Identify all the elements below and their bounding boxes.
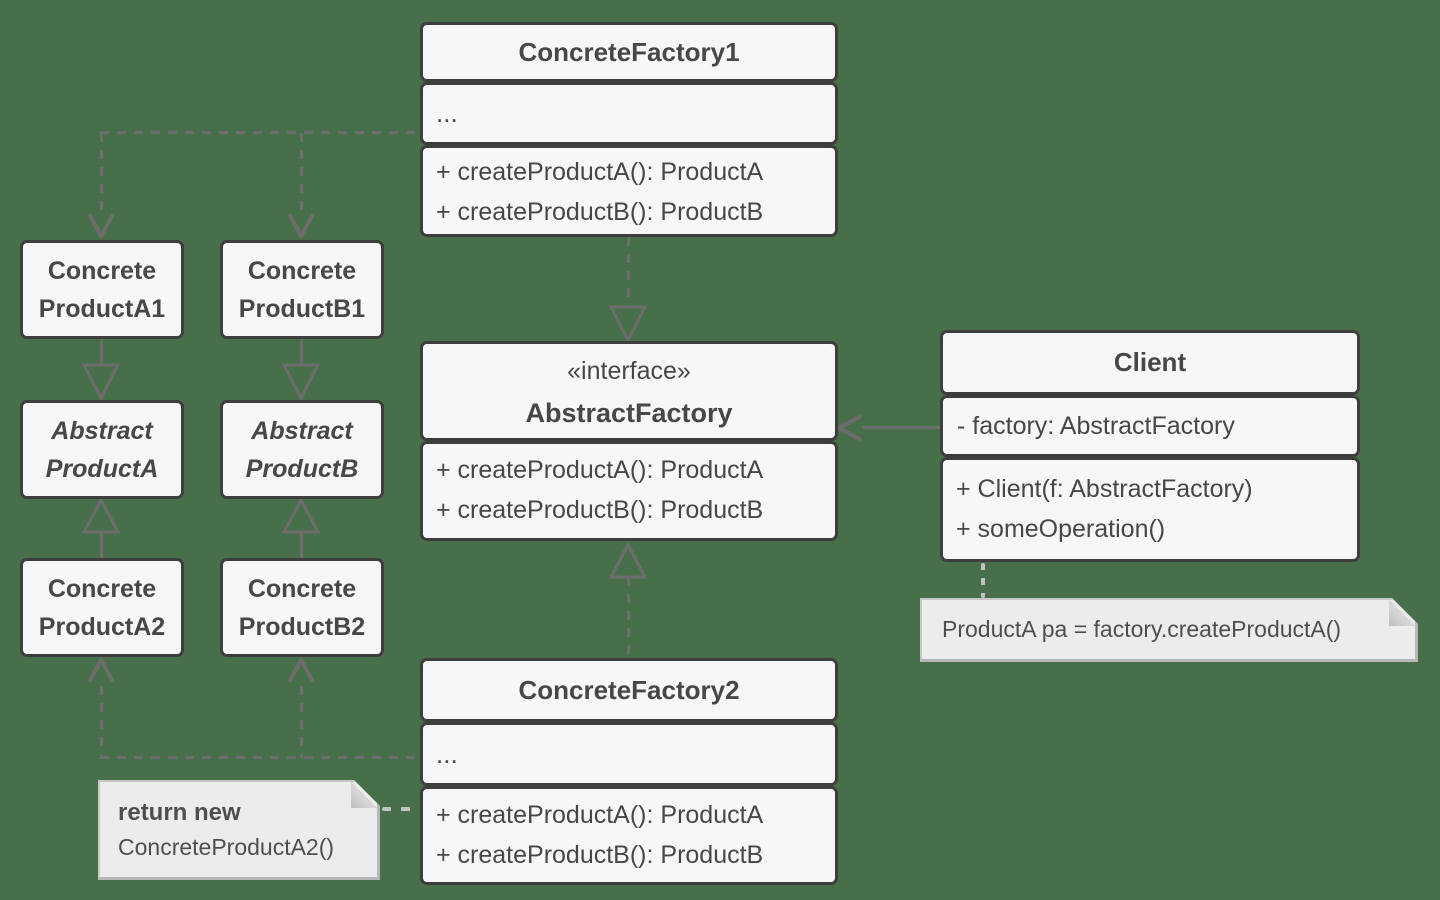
realization-line-cf1-abstractfactory — [627, 237, 630, 303]
note-text: ConcreteProductA2() — [118, 834, 335, 860]
class-concrete-product-b1: Concrete ProductB1 — [220, 240, 384, 339]
note-factory-code: return new ConcreteProductA2() — [98, 780, 380, 880]
note-text-bold: return new — [118, 799, 241, 826]
attributes-compartment: ... — [420, 82, 838, 145]
hollow-triangle-down-icon — [608, 305, 648, 343]
class-abstract-product-b: Abstract ProductB — [220, 400, 384, 499]
open-arrowhead-up-icon — [287, 657, 315, 683]
class-title-line: ProductA2 — [38, 612, 166, 641]
class-abstract-factory: «interface» AbstractFactory + createProd… — [420, 341, 838, 541]
methods-compartment: + createProductA(): ProductA + createPro… — [420, 441, 838, 541]
dependency-line-cf1-productb1 — [300, 133, 303, 212]
methods-compartment: + createProductA(): ProductA + createPro… — [420, 145, 838, 237]
class-title-line: Concrete — [47, 574, 157, 603]
method: + createProductB(): ProductB — [436, 198, 764, 226]
class-title-line: Concrete — [47, 256, 157, 285]
class-concrete-factory2: ConcreteFactory2 ... + createProductA():… — [420, 658, 838, 885]
method: + createProductA(): ProductA — [436, 158, 764, 186]
method: + Client(f: AbstractFactory) — [956, 475, 1253, 503]
class-title-line: ProductA — [45, 454, 159, 483]
note-connector-factory-note — [382, 807, 420, 811]
stereotype: «interface» — [567, 357, 691, 385]
class-title: ConcreteFactory1 — [420, 22, 838, 82]
class-concrete-product-a1: Concrete ProductA1 — [20, 240, 184, 339]
hollow-triangle-down-icon — [81, 363, 121, 401]
dependency-line-cf1-producta1 — [100, 133, 103, 212]
class-title-line: ProductB2 — [238, 612, 366, 641]
realization-line-cf2-abstractfactory — [627, 577, 630, 658]
dependency-line-cf1-horizontal — [100, 131, 420, 134]
class-title-line: Abstract — [251, 416, 353, 445]
hollow-triangle-down-icon — [281, 363, 321, 401]
class-client: Client - factory: AbstractFactory + Clie… — [940, 330, 1360, 562]
class-title-line: Abstract — [51, 416, 153, 445]
open-arrowhead-left-icon — [836, 414, 862, 442]
class-name: AbstractFactory — [525, 398, 733, 428]
class-concrete-product-b2: Concrete ProductB2 — [220, 558, 384, 657]
open-arrowhead-down-icon — [287, 213, 315, 239]
class-title: «interface» AbstractFactory — [420, 341, 838, 441]
class-title-line: Concrete — [247, 256, 357, 285]
attributes-compartment: ... — [420, 722, 838, 786]
class-title-line: ProductB — [245, 454, 359, 483]
generalization-line-producta2-abstractproducta — [100, 532, 103, 559]
class-title: Client — [940, 330, 1360, 395]
note-fold-corner-icon — [1389, 600, 1415, 626]
open-arrowhead-up-icon — [87, 657, 115, 683]
hollow-triangle-up-icon — [281, 497, 321, 534]
class-title-line: ProductB1 — [238, 294, 366, 323]
method: + someOperation() — [956, 515, 1166, 543]
methods-compartment: + createProductA(): ProductA + createPro… — [420, 786, 838, 885]
class-title: ConcreteFactory2 — [420, 658, 838, 722]
hollow-triangle-up-icon — [81, 497, 121, 534]
open-arrowhead-down-icon — [87, 213, 115, 239]
hollow-triangle-up-icon — [608, 542, 648, 579]
generalization-line-producta1-abstractproducta — [100, 337, 103, 365]
note-connector-client-note — [981, 563, 985, 598]
class-title-line: Concrete — [247, 574, 357, 603]
generalization-line-productb2-abstractproductb — [300, 532, 303, 559]
note-fold-corner-icon — [351, 782, 377, 808]
association-line-client-abstractfactory — [862, 426, 940, 429]
dependency-line-cf2-producta2 — [100, 686, 103, 758]
method: + createProductB(): ProductB — [436, 496, 764, 524]
methods-compartment: + Client(f: AbstractFactory) + someOpera… — [940, 457, 1360, 562]
method: + createProductA(): ProductA — [436, 456, 764, 484]
note-client-code: ProductA pa = factory.createProductA() — [920, 598, 1418, 662]
class-concrete-factory1: ConcreteFactory1 ... + createProductA():… — [420, 22, 838, 237]
class-title-line: ProductA1 — [38, 294, 166, 323]
method: + createProductA(): ProductA — [436, 801, 764, 829]
class-abstract-product-a: Abstract ProductA — [20, 400, 184, 499]
class-concrete-product-a2: Concrete ProductA2 — [20, 558, 184, 657]
note-text: ProductA pa = factory.createProductA() — [942, 616, 1342, 642]
method: + createProductB(): ProductB — [436, 841, 764, 869]
dependency-line-cf2-productb2 — [300, 686, 303, 758]
attributes-compartment: - factory: AbstractFactory — [940, 395, 1360, 457]
dependency-line-cf2-horizontal — [100, 756, 420, 759]
generalization-line-productb1-abstractproductb — [300, 337, 303, 365]
